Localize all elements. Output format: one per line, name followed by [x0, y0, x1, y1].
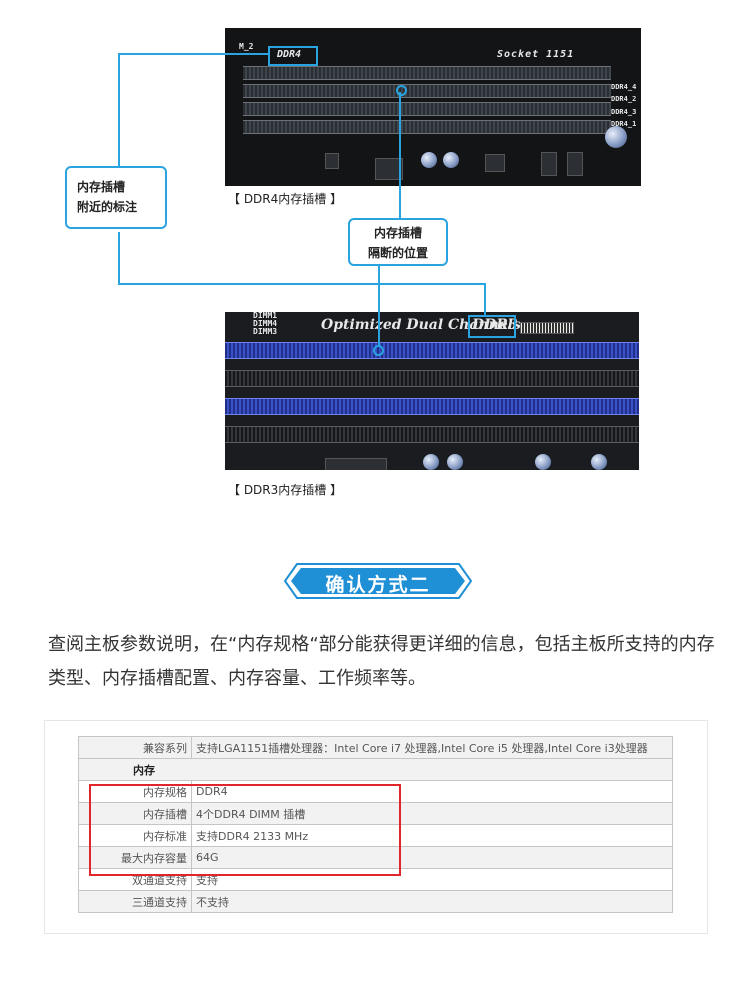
ddr4-slot [243, 120, 611, 134]
silkscreen-dimm: DIMM4 [253, 319, 278, 328]
slot-label: DDR4_1 [611, 120, 637, 128]
chip [485, 154, 505, 172]
silkscreen-ddr3: DDR3 [472, 317, 518, 333]
connector-line [118, 53, 268, 55]
chip [541, 152, 557, 176]
barcode [520, 322, 574, 334]
capacitor [423, 454, 439, 470]
slot-label: DDR4_2 [611, 95, 637, 103]
ddr3-slot-blue [225, 398, 639, 415]
silkscreen-m2: M_2 [239, 42, 254, 51]
section-title: 内存 [78, 758, 673, 781]
row-label: 最大内存容量 [78, 846, 192, 869]
slot-label: DDR4_3 [611, 108, 637, 116]
table-row: 兼容系列 支持LGA1151插槽处理器：Intel Core i7 处理器,In… [78, 736, 673, 759]
capacitor [443, 152, 459, 168]
ddr3-label-highlight [468, 315, 516, 338]
banner-title: 确认方式二 [325, 574, 431, 596]
ddr4-label-highlight [268, 46, 318, 66]
silkscreen-socket: Socket 1151 [497, 49, 575, 60]
connector-line [118, 283, 485, 285]
callout-line: 内存插槽 [77, 180, 126, 194]
slot-label: DDR4_4 [611, 83, 637, 91]
callout-line: 内存插槽 [373, 226, 422, 240]
ddr3-slot-gap-marker [373, 345, 384, 356]
capacitor [535, 454, 551, 470]
connector-line [484, 283, 486, 316]
row-value: 4个DDR4 DIMM 插槽 [191, 802, 673, 825]
row-value: 不支持 [191, 890, 673, 913]
row-label: 内存标准 [78, 824, 192, 847]
ddr4-slot [243, 102, 611, 116]
row-label: 三通道支持 [78, 890, 192, 913]
section-banner: 确认方式二 [283, 562, 473, 600]
table-section-row: 内存 [78, 758, 673, 781]
callout-line: 附近的标注 [77, 200, 138, 214]
silkscreen-ddr4: DDR4 [277, 49, 302, 60]
connector-line [118, 53, 120, 168]
description-paragraph: 查阅主板参数说明，在“内存规格“部分能获得更详细的信息，包括主板所支持的内存类型… [48, 634, 715, 689]
capacitor [421, 152, 437, 168]
connector-line [378, 266, 380, 346]
capacitor [447, 454, 463, 470]
silkscreen-dimm: DIMM3 [253, 327, 278, 336]
table-row: 内存插槽 4个DDR4 DIMM 插槽 [78, 802, 673, 825]
ddr3-slot-blue [225, 342, 639, 359]
callout-label-near-slot: 内存插槽 附近的标注 [65, 166, 167, 229]
ddr4-slot [243, 66, 611, 80]
ddr3-motherboard-photo: DIMM1 DIMM4 DIMM3 Optimized Dual Channel… [225, 312, 639, 470]
memory-spec-highlight-box [89, 784, 401, 876]
capacitor [591, 454, 607, 470]
connector-line [399, 92, 401, 218]
table-row: 三通道支持 不支持 [78, 890, 673, 913]
silkscreen-optimized-dual-channels: Optimized Dual Channels [321, 317, 521, 333]
row-value: 64G [191, 846, 673, 869]
silkscreen-dimm: DIMM1 [253, 312, 278, 320]
connector-line [118, 232, 120, 284]
row-value: 支持LGA1151插槽处理器：Intel Core i7 处理器,Intel C… [191, 736, 673, 759]
row-label: 内存插槽 [78, 802, 192, 825]
ddr3-slot-black [225, 370, 639, 387]
ddr3-slot-black [225, 426, 639, 443]
chip [375, 158, 403, 180]
table-row: 最大内存容量 64G [78, 846, 673, 869]
spec-table: 兼容系列 支持LGA1151插槽处理器：Intel Core i7 处理器,In… [78, 736, 673, 913]
ddr4-slot-gap-marker [396, 85, 407, 96]
ddr4-caption: 【 DDR4内存插槽 】 [228, 192, 343, 206]
fan-header-icon [605, 126, 627, 148]
chip [325, 458, 387, 470]
ddr3-caption: 【 DDR3内存插槽 】 [228, 483, 343, 497]
banner-shape [283, 563, 473, 599]
callout-line: 隔断的位置 [367, 246, 428, 260]
chip [567, 152, 583, 176]
chip [325, 153, 339, 169]
ddr4-slot [243, 84, 611, 98]
ddr4-motherboard-photo: M_2 DDR4 Socket 1151 DDR4_4 DDR4_2 DDR4_… [225, 28, 641, 186]
callout-slot-gap: 内存插槽 隔断的位置 [348, 218, 448, 266]
row-label: 兼容系列 [78, 736, 192, 759]
